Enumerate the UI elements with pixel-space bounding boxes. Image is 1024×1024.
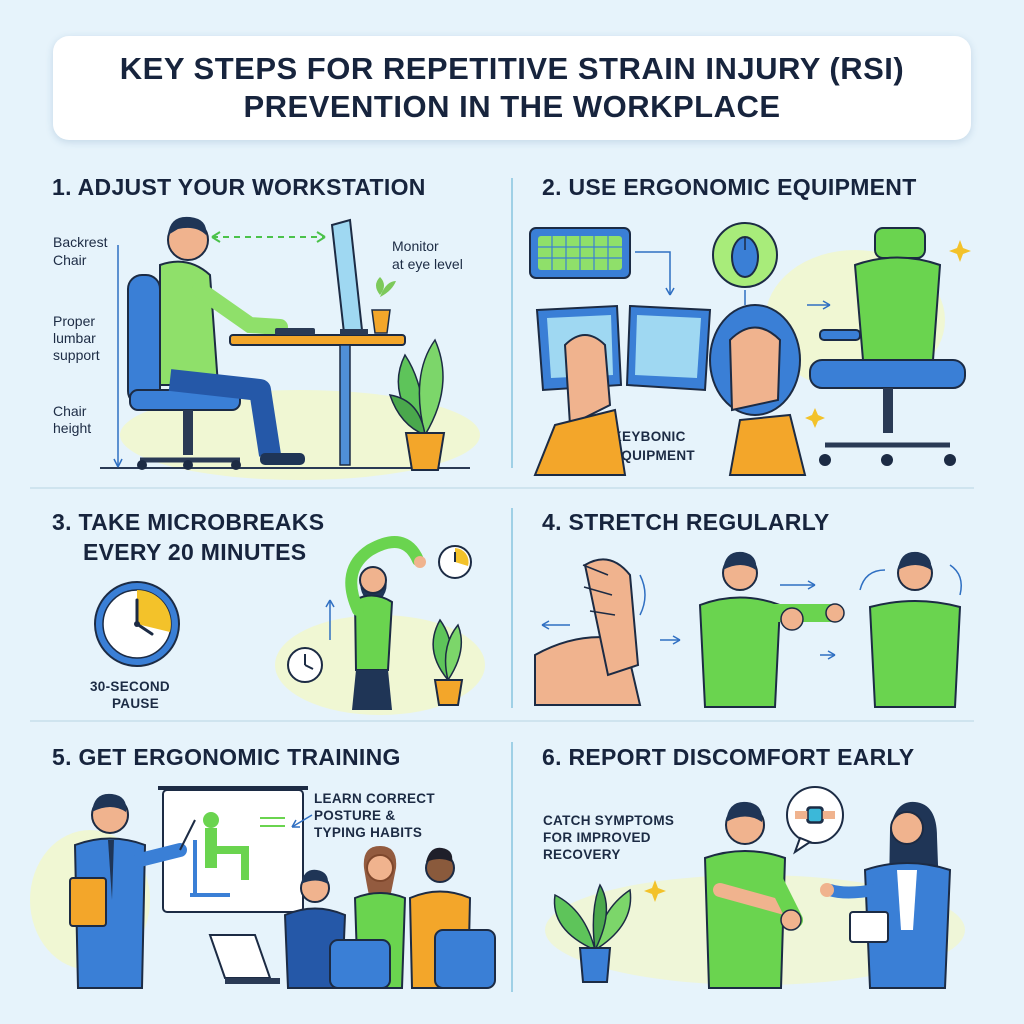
backrest-label-2: Chair	[53, 252, 87, 268]
monitor-label-2: at eye level	[392, 256, 463, 272]
section-3-heading-2: EVERY 20 MINUTES	[83, 539, 307, 565]
learn-label-1: LEARN CORRECT	[314, 791, 435, 806]
person-at-desk-icon	[159, 216, 305, 465]
section-4-heading: 4. STRETCH REGULARLY	[542, 509, 830, 535]
lumbar-label-1: Proper	[53, 313, 96, 329]
equipment-label-1: KEYBONIC	[612, 429, 686, 444]
lumbar-label-3: support	[53, 347, 100, 363]
section-6-heading: 6. REPORT DISCOMFORT EARLY	[542, 744, 915, 770]
training-illustration	[30, 786, 496, 989]
page-title-line-1: KEY STEPS FOR REPETITIVE STRAIN INJURY (…	[119, 51, 905, 86]
stretching-woman-icon	[345, 536, 426, 710]
presenter-icon	[69, 793, 196, 989]
section-2-heading: 2. USE ERGONOMIC EQUIPMENT	[542, 174, 917, 200]
section-5-heading: 5. GET ERGONOMIC TRAINING	[52, 744, 401, 770]
woman-with-clipboard-icon	[820, 801, 952, 989]
catch-label-3: RECOVERY	[543, 847, 621, 862]
laptop-icon	[208, 934, 280, 984]
split-keyboard-icon	[535, 304, 712, 392]
mouse-icon	[712, 222, 778, 288]
lumbar-label-2: lumbar	[53, 330, 96, 346]
pause-label-2: PAUSE	[112, 696, 160, 711]
section-1-heading: 1. ADJUST YOUR WORKSTATION	[52, 174, 426, 200]
man-holding-wrist-icon	[703, 801, 803, 989]
equipment-label-2: EQUIPMENT	[612, 448, 695, 463]
keyboard-icon	[529, 227, 631, 279]
stretching-woman-illustration	[275, 536, 485, 715]
equipment-illustration	[529, 222, 971, 476]
wrist-pain-bubble-icon	[786, 786, 844, 855]
divider-vertical-1	[511, 178, 513, 468]
stretch-illustration	[534, 551, 962, 708]
monitor-icon	[330, 218, 368, 335]
divider-horizontal-2	[30, 720, 974, 722]
backrest-label-1: Backrest	[53, 234, 108, 250]
monitor-label-1: Monitor	[392, 238, 439, 254]
plant-icon	[388, 338, 446, 471]
clock-icon	[94, 581, 180, 667]
chair-height-label-1: Chair	[53, 403, 87, 419]
audience-icon	[283, 846, 496, 989]
title-card: KEY STEPS FOR REPETITIVE STRAIN INJURY (…	[53, 36, 971, 140]
plant-icon	[432, 618, 464, 706]
catch-label-2: FOR IMPROVED	[543, 830, 651, 845]
chair-height-label-2: height	[53, 420, 92, 436]
divider-vertical-3	[511, 742, 513, 992]
neck-stretch-icon	[868, 551, 962, 708]
ergonomic-chair-icon	[809, 227, 966, 466]
section-3-heading-1: 3. TAKE MICROBREAKS	[52, 509, 325, 535]
report-illustration	[545, 786, 965, 989]
page-title-line-2: PREVENTION IN THE WORKPLACE	[243, 89, 781, 124]
catch-label-1: CATCH SYMPTOMS	[543, 813, 675, 828]
learn-label-3: TYPING HABITS	[314, 825, 423, 840]
plant-icon	[553, 883, 632, 983]
arm-stretch-icon	[698, 551, 845, 708]
divider-vertical-2	[511, 508, 513, 708]
pause-label-1: 30-SECOND	[90, 679, 170, 694]
workstation-illustration	[100, 216, 480, 480]
wrist-stretch-icon	[534, 558, 642, 706]
learn-label-2: POSTURE &	[314, 808, 396, 823]
divider-horizontal-1	[30, 487, 974, 489]
